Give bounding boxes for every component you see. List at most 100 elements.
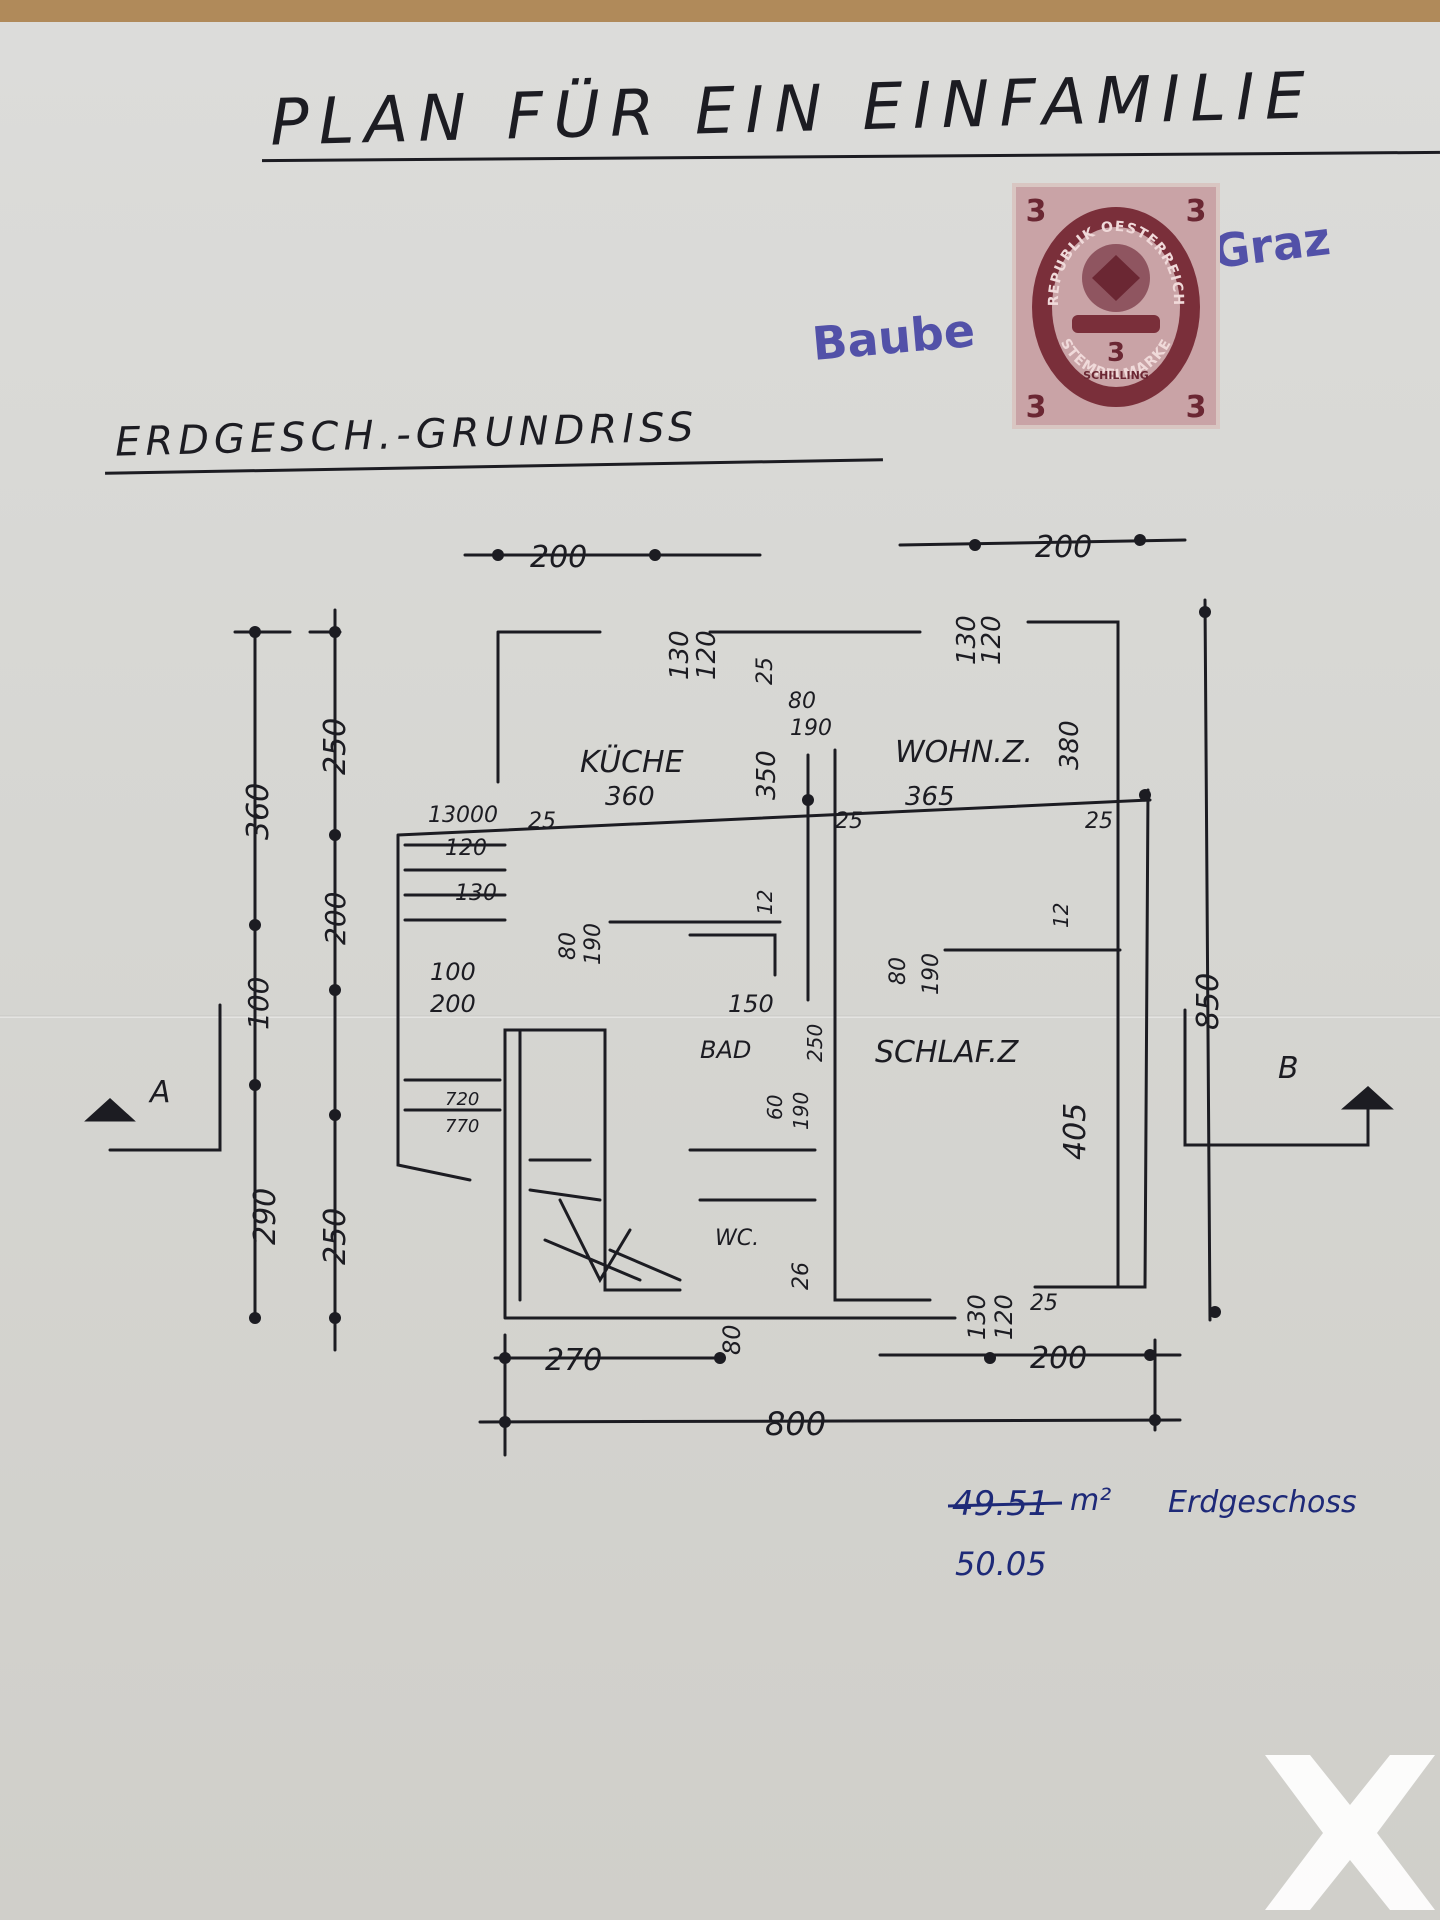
room-label-living: WOHN.Z. — [895, 735, 1033, 770]
dim-node — [984, 1352, 996, 1364]
dim-stair-2: 130 — [455, 881, 497, 906]
dim-left-total-upper: 360 — [241, 783, 276, 840]
wall-kitchen-stair — [396, 798, 1152, 1182]
dim-wall-25-c: 25 — [1085, 809, 1113, 834]
dim-node — [329, 984, 341, 996]
dim-door-height: 190 — [790, 716, 832, 741]
room-label-wc: WC. — [715, 1226, 759, 1251]
wall-stair-bottom — [503, 1028, 957, 1320]
stair-treads — [518, 1028, 682, 1302]
dim-node — [1134, 534, 1146, 546]
dim-door-h-living: 190 — [919, 953, 944, 995]
dim-wc-wall: 26 — [789, 1262, 814, 1290]
section-arrow-icon — [84, 1085, 1394, 1122]
dim-node — [1199, 606, 1211, 618]
stair-upper-flight — [403, 843, 507, 1112]
dim-left-lower: 250 — [318, 1208, 353, 1265]
dim-bath-depth: 250 — [803, 1024, 827, 1062]
room-label-bedroom: SCHLAF.Z — [875, 1035, 1020, 1070]
dim-living-width: 365 — [905, 782, 955, 812]
dim-node — [329, 829, 341, 841]
dim-bottom-door: 80 — [718, 1324, 746, 1355]
dim-bottom-wall-b: 120 — [990, 1294, 1018, 1340]
dim-overall-width: 800 — [765, 1405, 826, 1443]
dim-corner-number: 13000 — [428, 803, 498, 828]
dim-door-width: 80 — [788, 689, 816, 714]
dim-node — [492, 549, 504, 561]
section-lines — [108, 1003, 1370, 1152]
dim-node — [1144, 1349, 1156, 1361]
dim-node — [499, 1416, 511, 1428]
dim-living-depth: 380 — [1055, 720, 1085, 770]
dim-wall-12-a: 12 — [753, 890, 777, 915]
dim-bath-width: 150 — [728, 990, 774, 1018]
dim-bath-door-w: 60 — [763, 1095, 787, 1120]
dim-wall-25-a: 25 — [528, 809, 556, 834]
dim-node — [714, 1352, 726, 1364]
dim-bottom-25: 25 — [1030, 1291, 1058, 1316]
dim-right-total: 850 — [1191, 973, 1226, 1030]
dim-node — [1139, 789, 1151, 801]
dim-left-total-lower: 290 — [248, 1188, 283, 1245]
dimension-bottom — [478, 1333, 1182, 1457]
dim-left-upper: 250 — [318, 718, 353, 775]
stamp-corner-tr: 3 — [1186, 194, 1207, 229]
dimension-top — [233, 538, 1187, 634]
dim-bottom-right: 200 — [1030, 1341, 1087, 1376]
dim-node — [649, 549, 661, 561]
note-value: 50.05 — [955, 1545, 1047, 1583]
dim-bottom-left: 270 — [545, 1343, 602, 1378]
section-label-b: B — [1278, 1051, 1299, 1086]
dim-top-right-width: 200 — [1035, 530, 1092, 565]
stamp-corner-tl: 3 — [1026, 194, 1047, 229]
dim-node — [802, 794, 814, 806]
wall-bath-wc — [688, 933, 817, 1202]
dim-living-wall-a: 130 — [952, 615, 982, 665]
dimension-verticals — [253, 598, 1212, 1352]
dim-door-w-living: 80 — [886, 957, 911, 985]
note-label: Erdgeschoss — [1168, 1485, 1357, 1520]
dim-kitchen-depth: 350 — [752, 750, 782, 800]
note-strike-line — [947, 1501, 1063, 1508]
paper-fold — [0, 1015, 1440, 1018]
stamp-ribbon — [1072, 315, 1160, 333]
dim-bath-door-h: 190 — [789, 1092, 813, 1130]
room-label-kitchen: KÜCHE — [580, 744, 684, 780]
dim-node — [1149, 1414, 1161, 1426]
dim-node — [249, 1079, 261, 1091]
dim-node — [329, 1312, 341, 1324]
dim-node — [249, 626, 261, 638]
dim-kitchen-width: 360 — [605, 782, 655, 812]
wall-bedroom-top — [608, 920, 1122, 952]
dim-left-small: 100 — [430, 958, 476, 986]
dim-left-mid: 200 — [319, 892, 352, 945]
wall-bedroom-right — [1033, 788, 1150, 1289]
dim-stair-1: 120 — [445, 836, 487, 861]
dim-wall-12-b: 12 — [1049, 903, 1073, 928]
revenue-stamp: REPUBLIK OESTERREICH STEMPELMARKE 3 SCHI… — [1012, 183, 1220, 429]
dim-partition: 25 — [753, 657, 778, 685]
eagle-shape-icon — [1092, 255, 1140, 301]
stamp-unit: SCHILLING — [1083, 369, 1149, 382]
logo-cross-shape — [1265, 1755, 1435, 1910]
dim-living-wall-b: 120 — [977, 615, 1007, 665]
dim-node — [249, 1312, 261, 1324]
dim-door-h-kitchen: 190 — [581, 923, 606, 965]
dim-kitchen-wall-a: 130 — [665, 630, 695, 680]
dim-node — [969, 539, 981, 551]
room-label-bath: BAD — [700, 1036, 751, 1064]
dim-node — [1209, 1306, 1221, 1318]
dim-bottom-wall-a: 130 — [963, 1294, 991, 1340]
dim-node — [329, 1109, 341, 1121]
note-unit: m² — [1070, 1483, 1111, 1518]
dim-stair-6: 770 — [445, 1116, 479, 1137]
dim-stair-3: 100 — [242, 977, 275, 1030]
wall-kitchen-left — [496, 630, 602, 784]
dim-node — [329, 626, 341, 638]
dim-node — [249, 919, 261, 931]
dim-stair-5: 720 — [445, 1089, 479, 1110]
dim-kitchen-wall-b: 120 — [692, 630, 722, 680]
dim-bedroom-depth: 405 — [1058, 1103, 1093, 1160]
agency-logo-icon — [1265, 1755, 1435, 1910]
